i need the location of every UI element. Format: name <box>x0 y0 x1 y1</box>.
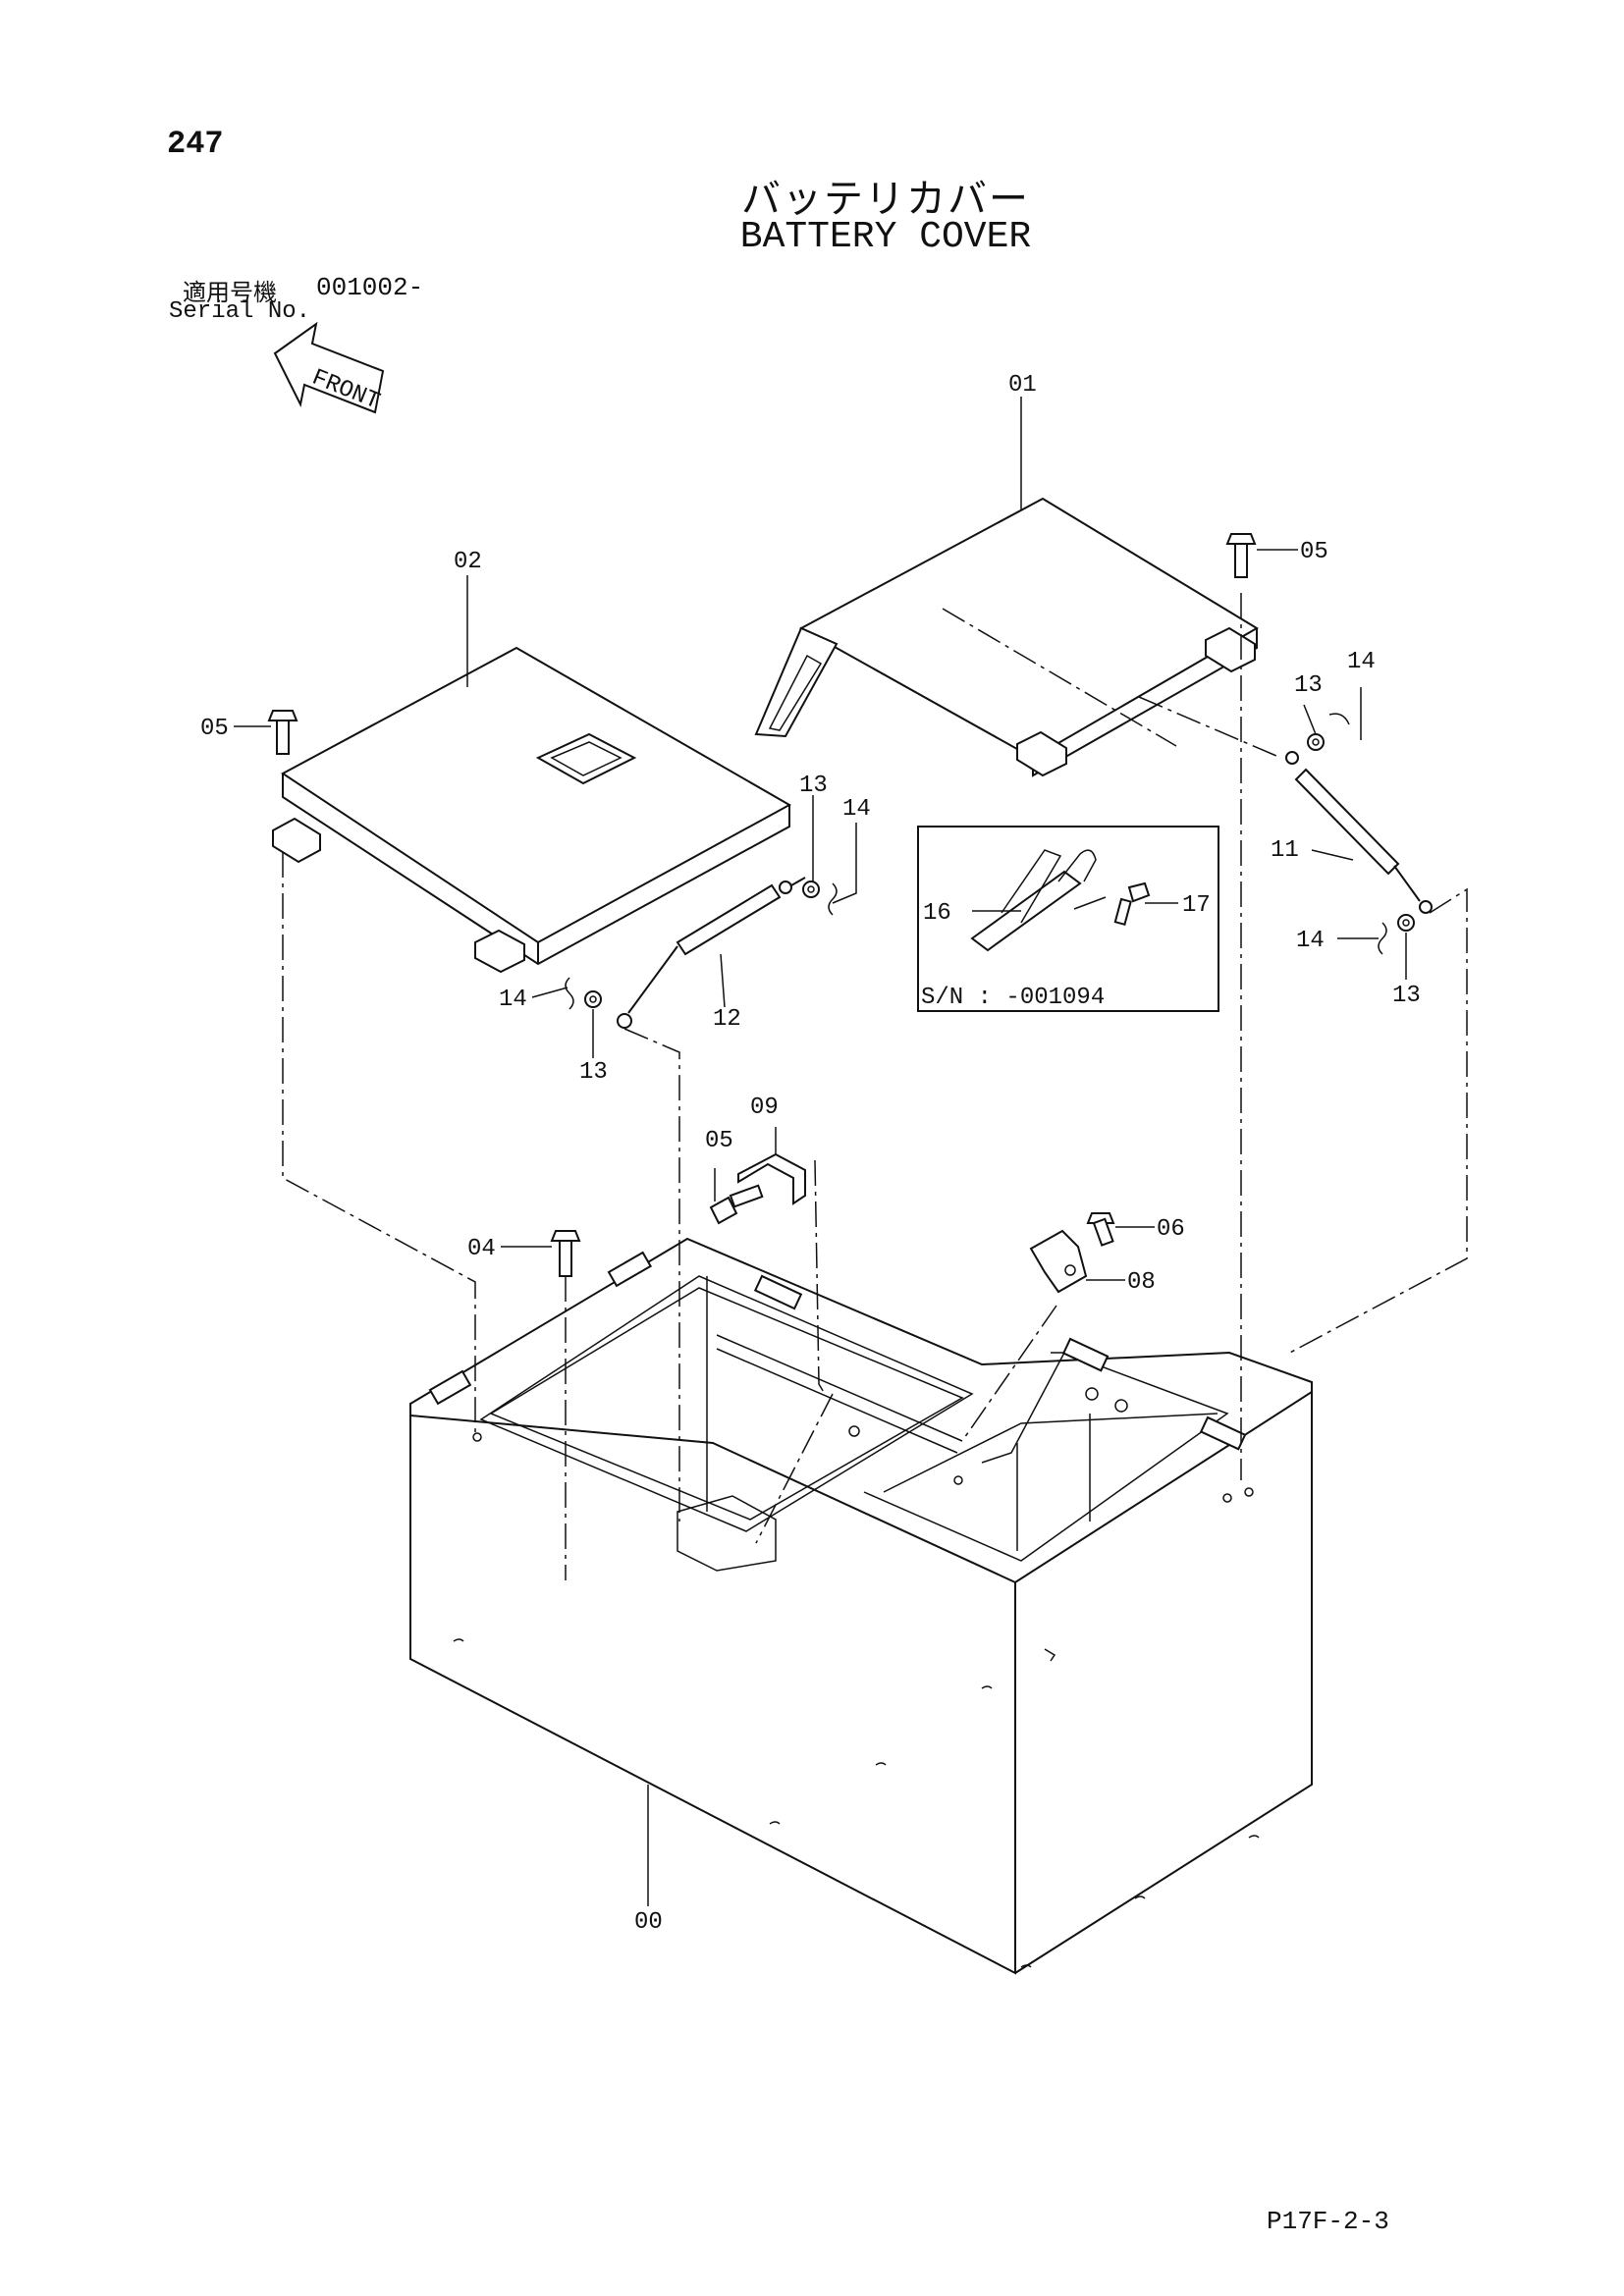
gas-spring-12 <box>617 877 806 1029</box>
serial-value: 001002- <box>316 273 424 302</box>
callout-06: 06 <box>1157 1216 1185 1243</box>
front-arrow-icon: FRONT <box>273 321 385 416</box>
callout-14-b: 14 <box>499 987 527 1013</box>
alignment-lines <box>282 593 1468 1580</box>
callout-05-bracket: 05 <box>705 1128 733 1154</box>
callout-00: 00 <box>634 1909 663 1936</box>
title-english: BATTERY COVER <box>739 216 1032 258</box>
callout-01: 01 <box>1008 372 1037 399</box>
callout-14-d: 14 <box>1296 928 1325 954</box>
callout-14-c: 14 <box>1347 649 1376 675</box>
callout-11: 11 <box>1271 837 1299 864</box>
left-lid <box>272 646 792 974</box>
callout-17: 17 <box>1182 892 1211 919</box>
callout-05-left: 05 <box>200 716 229 742</box>
leader-lines <box>234 397 1407 1906</box>
gas-spring-11 <box>1285 751 1433 914</box>
inset-detail: S/N : -001094 <box>917 826 1219 1012</box>
callout-13-b: 13 <box>579 1059 608 1086</box>
serial-label-english: Serial No. <box>169 298 311 325</box>
callout-12: 12 <box>713 1006 741 1033</box>
right-lid <box>754 497 1259 777</box>
callout-05-right: 05 <box>1300 539 1328 565</box>
callout-09: 09 <box>750 1095 779 1121</box>
callout-labels: 01 02 05 05 13 14 14 13 12 13 14 11 14 1… <box>200 372 1421 1936</box>
page-number: 247 <box>167 126 224 162</box>
callout-13-c: 13 <box>1294 672 1323 699</box>
callout-02: 02 <box>454 549 482 575</box>
callout-16: 16 <box>923 900 951 927</box>
callout-04: 04 <box>467 1236 496 1262</box>
inset-serial-note: S/N : -001094 <box>921 985 1105 1011</box>
snap-pin-icon <box>565 713 1387 1010</box>
bracket-09 <box>737 1152 806 1205</box>
callout-14-a: 14 <box>842 796 871 823</box>
callout-13-d: 13 <box>1392 983 1421 1009</box>
callout-08: 08 <box>1127 1269 1156 1296</box>
battery-box <box>409 1237 1313 1975</box>
callout-13-a: 13 <box>799 773 828 799</box>
washer-icon <box>584 733 1415 1008</box>
serial-label-japanese: 適用号機 <box>183 280 277 306</box>
bolt-icon <box>267 533 1257 1277</box>
footer-code: P17F-2-3 <box>1267 2207 1389 2236</box>
title-japanese: バッテリカバー <box>741 178 1030 221</box>
bracket-08 <box>1029 1229 1088 1294</box>
